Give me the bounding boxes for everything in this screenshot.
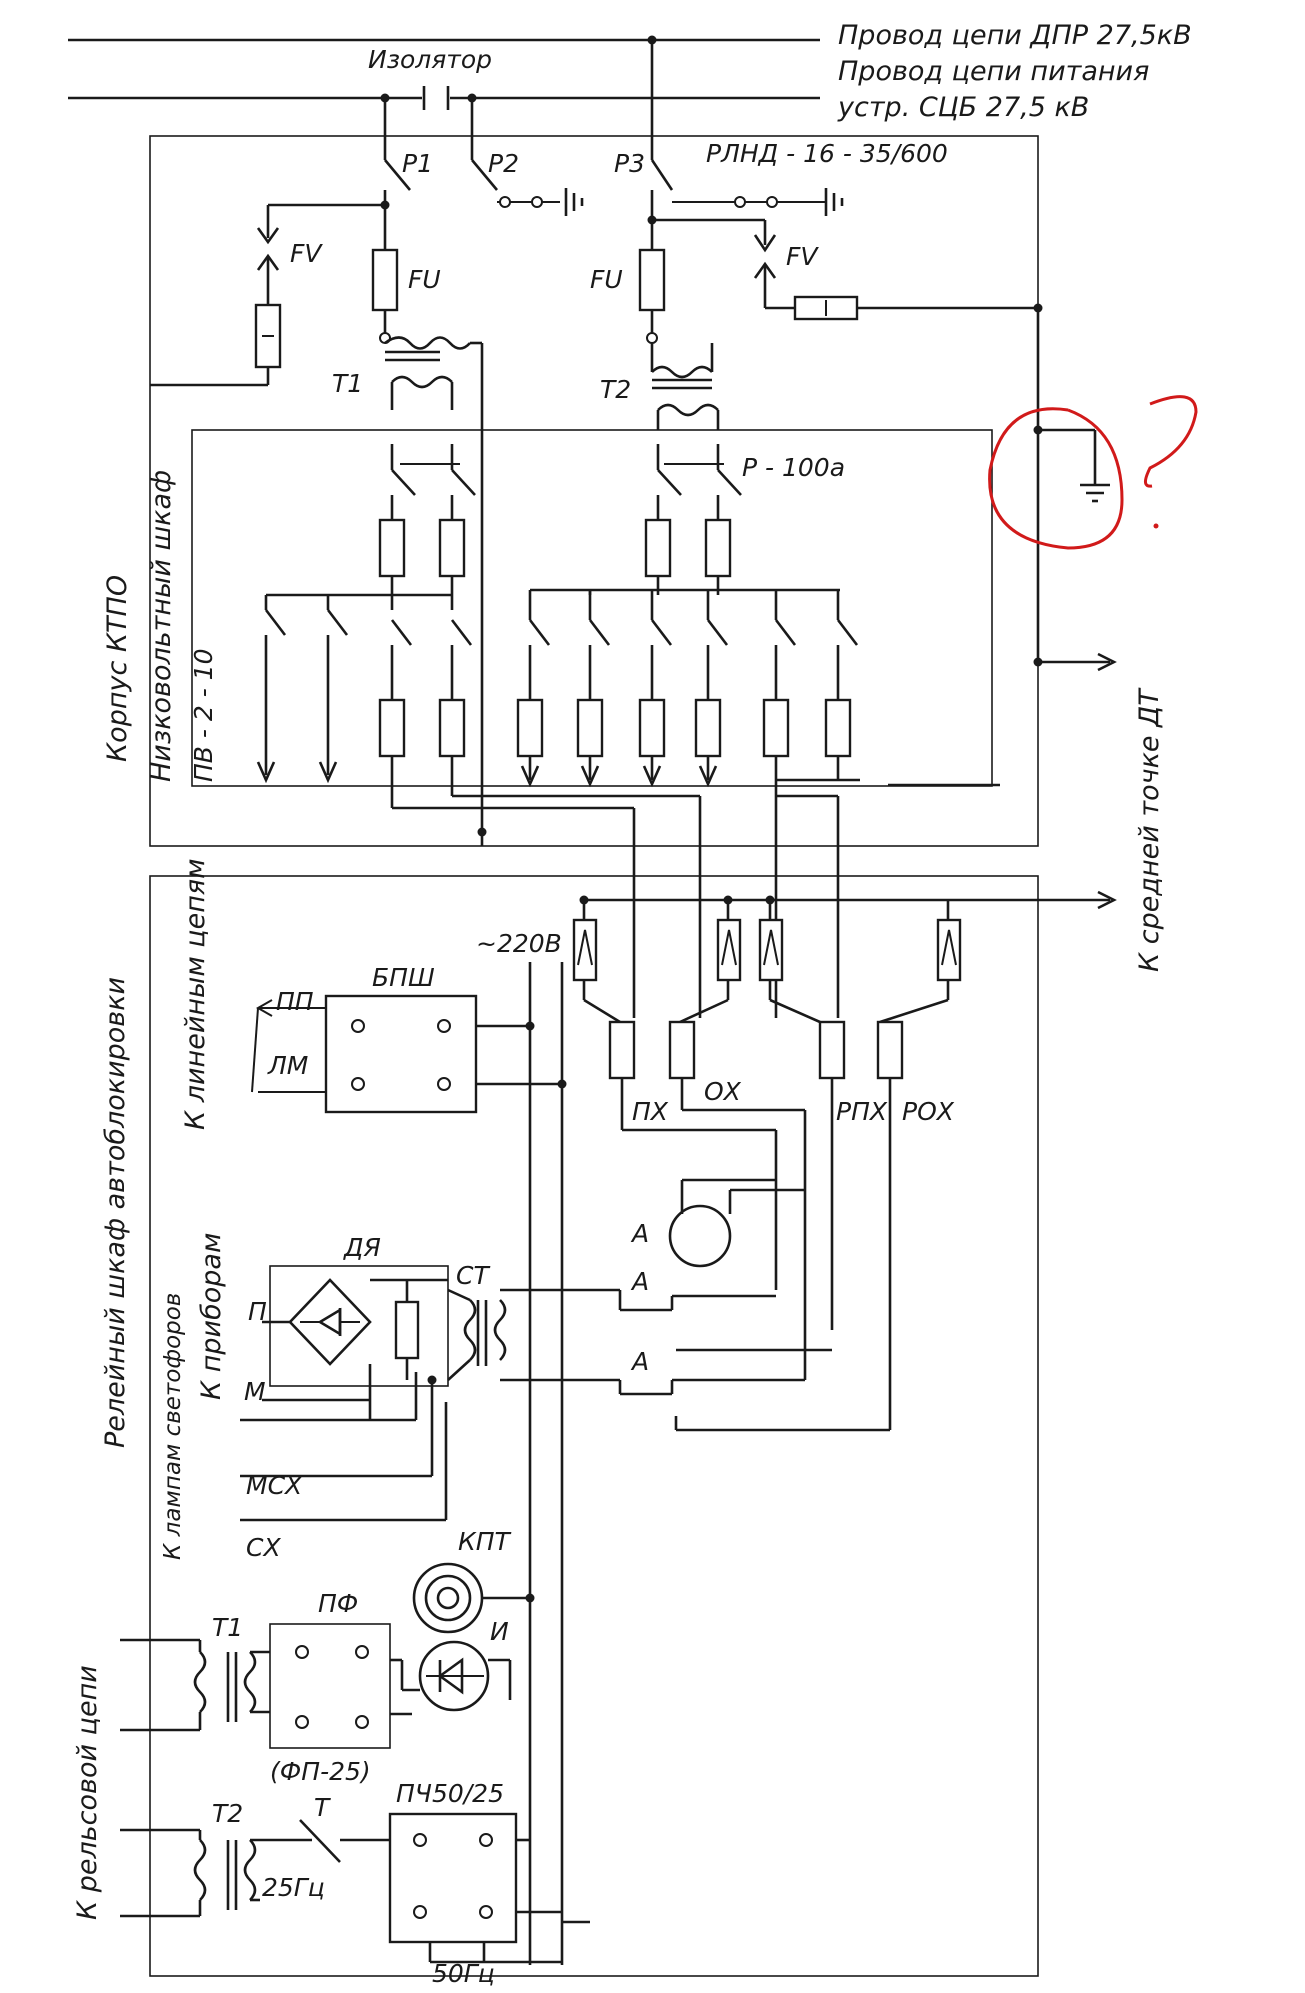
rox-label: РОХ	[902, 1097, 955, 1126]
fv-left-label: FV	[290, 239, 323, 268]
v220-label: ~220В	[476, 929, 562, 958]
left-hv-branch	[150, 98, 584, 387]
ktpo-label: Корпус КТПО	[102, 575, 133, 762]
pv-label: ПВ - 2 - 10	[189, 649, 218, 783]
right-hv-branch	[638, 40, 1043, 344]
lamps-label: К лампам светофоров	[160, 1293, 186, 1560]
mid-point-label: К средней точке ДТ	[1134, 687, 1165, 972]
transformer-t1-rail	[120, 1638, 270, 1732]
relay-a-group	[620, 1108, 890, 1432]
a-label-2: А	[630, 1267, 649, 1296]
bpsh-block	[251, 994, 567, 1114]
rpx-label: РПХ	[836, 1097, 888, 1126]
t1-label: Т1	[332, 369, 363, 398]
dya-block	[240, 1265, 449, 1422]
header-line-2: Провод цепи питания	[838, 56, 1149, 87]
v220-bus	[528, 962, 590, 1965]
pch-block	[388, 1812, 562, 1964]
st-label: СТ	[456, 1261, 490, 1290]
relay-cabinet-label: Релейный шкаф автоблокировки	[100, 977, 131, 1448]
lamp-leads	[240, 1380, 448, 1522]
i-label: И	[490, 1617, 509, 1646]
rail-circuit-label: К рельсовой цепи	[72, 1665, 103, 1920]
t2-rail-label: Т2	[212, 1799, 243, 1828]
header-line-1: Провод цепи ДПР 27,5кВ	[838, 20, 1192, 51]
ktpo-right-bus	[1033, 308, 1117, 672]
t2-label: Т2	[600, 375, 631, 404]
fp25-label: (ФП-25)	[270, 1757, 371, 1786]
hz25-label: 25Гц	[262, 1873, 325, 1902]
red-annotation	[988, 395, 1198, 550]
p100-label: Р - 100а	[742, 453, 845, 482]
transformer-t1	[384, 336, 484, 832]
disconnector-label: РЛНД - 16 - 35/600	[706, 139, 948, 168]
devices-label: К приборам	[196, 1233, 227, 1400]
low-voltage-left	[256, 444, 700, 846]
relay-cabinet	[149, 875, 1039, 1977]
a-label-1: А	[630, 1219, 649, 1248]
low-voltage-label: Низковольтный шкаф	[146, 470, 177, 782]
p3-label: Р3	[614, 149, 645, 178]
fv-right-label: FV	[786, 242, 819, 271]
kpt-device	[412, 1562, 535, 1634]
isolator-label: Изолятор	[368, 45, 492, 74]
hz50-label: 50Гц	[432, 1959, 495, 1988]
t1-rail-label: Т1	[212, 1613, 243, 1642]
pf-label: ПФ	[318, 1589, 358, 1618]
mid-point-bus	[572, 890, 1117, 1024]
transformer-st	[427, 1288, 622, 1394]
sx-label: СХ	[246, 1533, 281, 1562]
msx-label: МСХ	[246, 1471, 303, 1500]
low-voltage-right	[516, 444, 1000, 1018]
dya-label: ДЯ	[343, 1233, 381, 1262]
ox-label: ОХ	[704, 1077, 742, 1106]
transformer-t2-rail	[120, 1819, 390, 1918]
lm-label: ЛМ	[267, 1051, 308, 1080]
p-label: П	[248, 1297, 267, 1326]
fu-right-label: FU	[590, 265, 623, 294]
p1-label: Р1	[402, 149, 433, 178]
header-line-3: устр. СЦБ 27,5 кВ	[837, 92, 1089, 123]
pf-block	[269, 1623, 512, 1749]
a-label-3: А	[630, 1347, 649, 1376]
t-contact-label: Т	[314, 1793, 331, 1822]
kpt-label: КПТ	[458, 1527, 512, 1556]
px-label: ПХ	[632, 1097, 669, 1126]
fu-left-label: FU	[408, 265, 441, 294]
p2-label: Р2	[488, 149, 519, 178]
low-voltage-cabinet	[191, 429, 993, 787]
transformer-t2	[650, 343, 720, 430]
linear-circuits-label: К линейным цепям	[180, 858, 211, 1130]
pch-label: ПЧ50/25	[396, 1779, 504, 1808]
bpsh-label: БПШ	[372, 963, 435, 992]
m-label: М	[244, 1377, 266, 1406]
relay-coils	[608, 1020, 904, 1430]
pp-label: ПП	[276, 987, 314, 1016]
